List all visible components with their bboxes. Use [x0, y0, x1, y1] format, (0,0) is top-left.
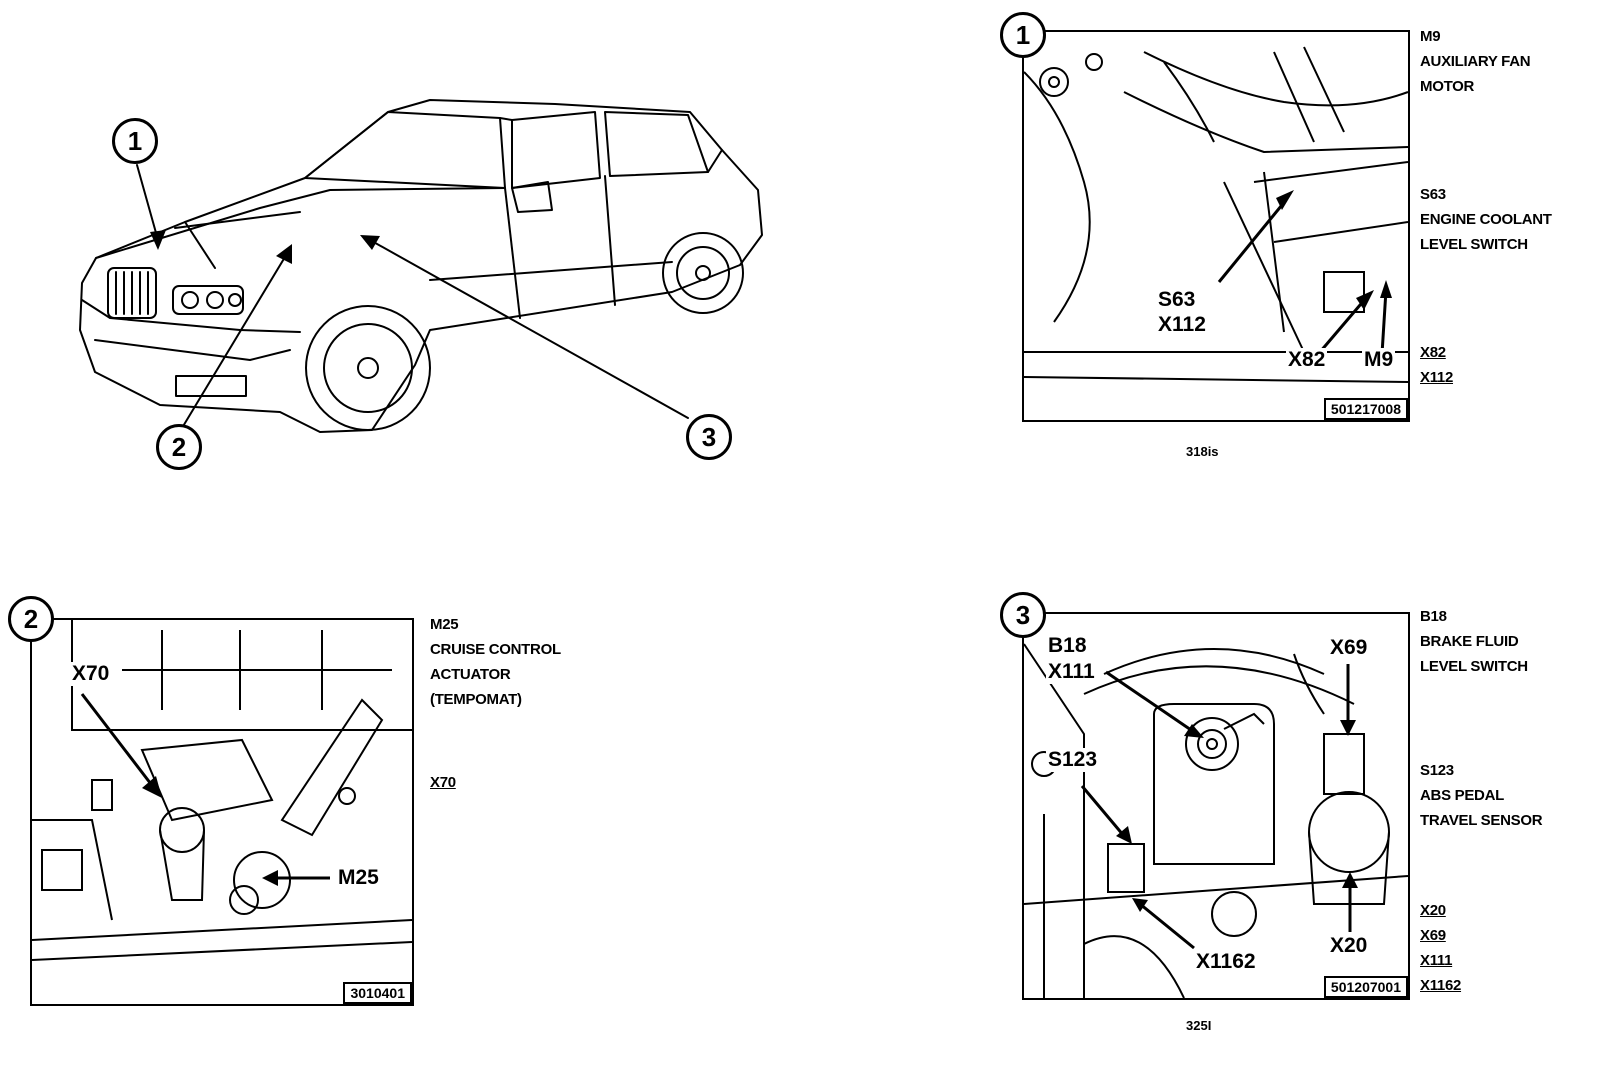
legend-line: ABS PEDAL [1420, 787, 1504, 804]
callout-x20: X20 [1328, 934, 1370, 958]
panel-1-legend: M9 AUXILIARY FAN MOTOR [1420, 24, 1531, 99]
figure-id-501207001: 501207001 [1323, 976, 1408, 998]
callout-s123: S123 [1046, 748, 1100, 772]
callout-x82: X82 [1286, 348, 1328, 372]
legend-line: ENGINE COOLANT [1420, 211, 1552, 228]
connector-x1162: X1162 [1420, 977, 1462, 994]
overview-marker-1: 1 [112, 118, 158, 164]
panel-2-connectors: X70 [430, 770, 456, 795]
legend-line: CRUISE CONTROL [430, 641, 561, 658]
callout-x69: X69 [1328, 636, 1370, 660]
callout-m9: M9 [1362, 348, 1396, 372]
callout-x1162: X1162 [1194, 950, 1258, 974]
legend-code-b18: B18 [1420, 608, 1447, 625]
panel-3-legend-b18: B18 BRAKE FLUID LEVEL SWITCH [1420, 604, 1528, 679]
panel-1-detail: S63 X112 X82 M9 501217008 [1022, 30, 1410, 422]
figure-id-3010401: 3010401 [343, 982, 412, 1004]
legend-line: MOTOR [1420, 78, 1475, 95]
panel-3-detail: B18 X111 X69 S123 X1162 X20 501207001 [1022, 612, 1410, 1000]
callout-x112: X112 [1156, 313, 1208, 337]
callout-s63: S63 [1156, 288, 1198, 312]
legend-line: LEVEL SWITCH [1420, 658, 1528, 675]
connector-x112: X112 [1420, 369, 1454, 386]
callout-x111: X111 [1046, 660, 1097, 684]
legend-line: TRAVEL SENSOR [1420, 812, 1543, 829]
legend-code-m9: M9 [1420, 28, 1441, 45]
legend-line: AUXILIARY FAN [1420, 53, 1531, 70]
connector-x70: X70 [430, 774, 456, 791]
panel-3-drawing [1024, 643, 1408, 998]
legend-code-m25: M25 [430, 616, 459, 633]
panel-2-marker: 2 [8, 596, 54, 642]
connector-x82: X82 [1420, 344, 1446, 361]
panel-1-drawing [1024, 46, 1408, 383]
callout-m25: M25 [336, 866, 381, 890]
panel-2-drawing [32, 620, 412, 961]
legend-line: (TEMPOMAT) [430, 691, 522, 708]
panel-3-caption: 325I [1186, 1018, 1212, 1033]
panel-2-legend: M25 CRUISE CONTROL ACTUATOR (TEMPOMAT) [430, 612, 561, 712]
car-illustration [79, 99, 763, 433]
panel-2-detail: X70 M25 3010401 [30, 618, 414, 1006]
panel-3-connectors: X20 X69 X111 X1162 [1420, 898, 1461, 998]
panel-3-legend-s123: S123 ABS PEDAL TRAVEL SENSOR [1420, 758, 1543, 833]
legend-code-s63: S63 [1420, 186, 1446, 203]
legend-line: ACTUATOR [430, 666, 511, 683]
legend-line: BRAKE FLUID [1420, 633, 1519, 650]
connector-x111: X111 [1420, 952, 1453, 969]
callout-x70: X70 [70, 662, 112, 686]
legend-code-s123: S123 [1420, 762, 1454, 779]
figure-id-501217008: 501217008 [1323, 398, 1408, 420]
panel-1-connectors: X82 X112 [1420, 340, 1453, 390]
overview-marker-3: 3 [686, 414, 732, 460]
legend-line: LEVEL SWITCH [1420, 236, 1528, 253]
connector-x20: X20 [1420, 902, 1446, 919]
panel-3-marker: 3 [1000, 592, 1046, 638]
connector-x69: X69 [1420, 927, 1446, 944]
callout-b18: B18 [1046, 634, 1089, 658]
panel-1-marker: 1 [1000, 12, 1046, 58]
overview-marker-2: 2 [156, 424, 202, 470]
panel-1-legend-s63: S63 ENGINE COOLANT LEVEL SWITCH [1420, 182, 1552, 257]
panel-1-caption: 318is [1186, 444, 1219, 459]
